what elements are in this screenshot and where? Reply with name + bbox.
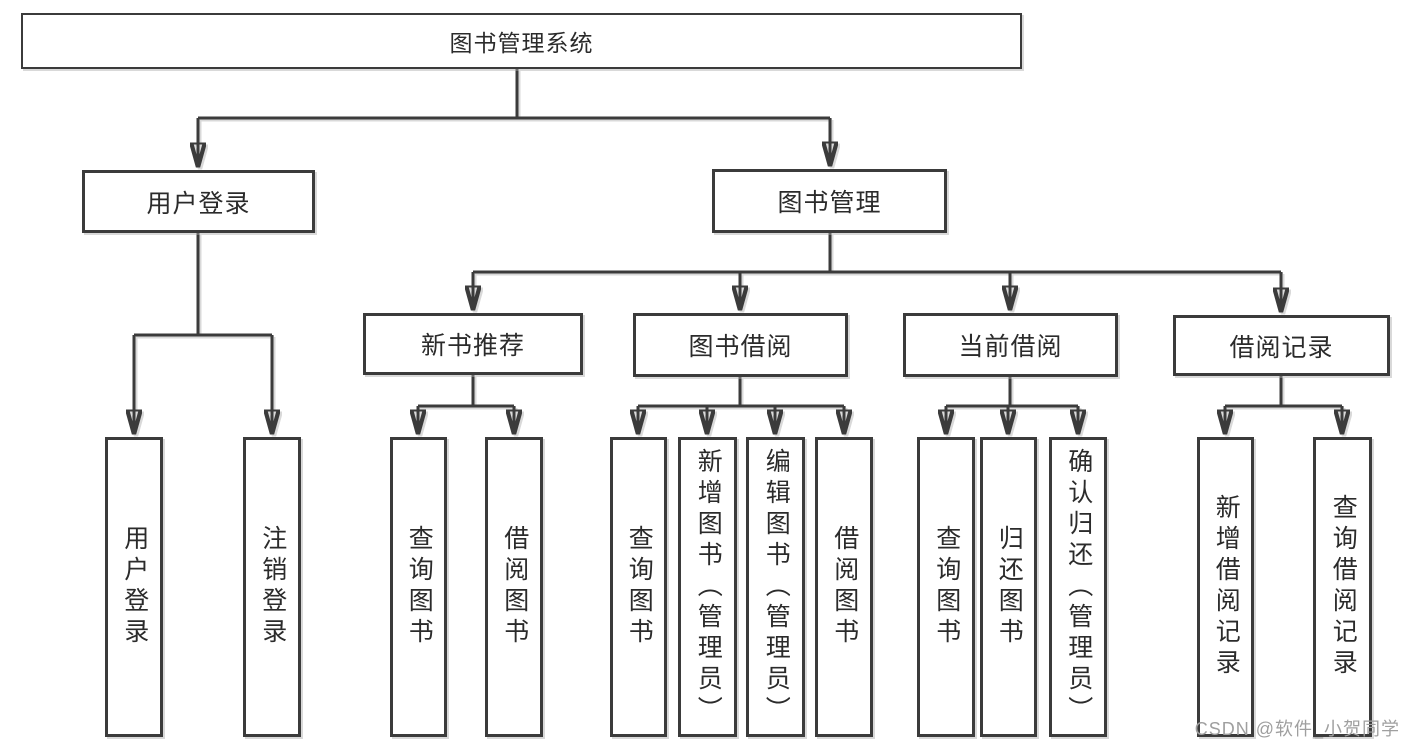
node-label: 借阅记录	[1229, 333, 1334, 362]
node-leaf-logout: 注销登录	[243, 437, 301, 737]
node-label: 查询借阅记录	[1329, 494, 1358, 680]
node-label: 编辑图书（管理员）	[762, 447, 791, 727]
node-label: 用户登录	[120, 525, 149, 649]
node-leaf-borrow-book-borrow: 借阅图书	[815, 437, 873, 737]
node-new-book-recommend: 新书推荐	[363, 313, 583, 375]
node-label: 借阅图书	[830, 525, 859, 649]
node-book-borrow: 图书借阅	[633, 313, 848, 377]
node-leaf-query-book-borrow: 查询图书	[610, 437, 667, 737]
edge-root-to-level2	[198, 69, 830, 166]
watermark: CSDN @软件_小贺同学	[1194, 719, 1400, 739]
edge-user-login-to-leaves	[134, 233, 272, 433]
node-label: 图书管理系统	[449, 30, 594, 56]
node-label: 新书推荐	[420, 332, 525, 360]
edge-borrow-record-to-leaves	[1225, 376, 1342, 433]
node-root-system: 图书管理系统	[21, 13, 1022, 69]
node-leaf-query-book-recommend: 查询图书	[390, 437, 447, 737]
node-leaf-borrow-book-recommend: 借阅图书	[485, 437, 543, 737]
node-label: 借阅图书	[500, 525, 529, 649]
node-leaf-add-borrow-record: 新增借阅记录	[1197, 437, 1254, 737]
node-label: 查询图书	[405, 525, 434, 649]
node-label: 图书管理	[777, 189, 882, 217]
node-book-management: 图书管理	[712, 169, 947, 233]
edge-book-management-to-level3	[473, 233, 1281, 311]
node-label: 新增借阅记录	[1212, 494, 1241, 680]
node-borrow-record: 借阅记录	[1173, 315, 1390, 376]
node-label: 当前借阅	[958, 333, 1063, 361]
node-leaf-query-borrow-record: 查询借阅记录	[1313, 437, 1372, 737]
node-label: 注销登录	[258, 525, 287, 649]
node-leaf-add-book-admin: 新增图书（管理员）	[678, 437, 737, 737]
node-leaf-query-book-current: 查询图书	[917, 437, 975, 737]
node-label: 查询图书	[625, 525, 654, 649]
node-leaf-confirm-return-admin: 确认归还（管理员）	[1049, 437, 1107, 737]
node-leaf-edit-book-admin: 编辑图书（管理员）	[746, 437, 805, 737]
node-label: 图书借阅	[688, 333, 793, 361]
node-label: 查询图书	[932, 525, 961, 649]
node-label: 确认归还（管理员）	[1064, 447, 1093, 727]
node-label: 归还图书	[995, 525, 1024, 649]
edge-new-book-recommend-to-leaves	[418, 375, 514, 433]
node-leaf-return-book: 归还图书	[980, 437, 1037, 737]
edge-current-borrow-to-leaves	[946, 377, 1078, 433]
node-current-borrow: 当前借阅	[903, 313, 1118, 377]
node-label: 新增图书（管理员）	[694, 447, 723, 727]
node-label: 用户登录	[146, 189, 251, 218]
edge-book-borrow-to-leaves	[638, 377, 844, 433]
node-leaf-user-login: 用户登录	[105, 437, 163, 737]
node-user-login: 用户登录	[82, 170, 315, 233]
